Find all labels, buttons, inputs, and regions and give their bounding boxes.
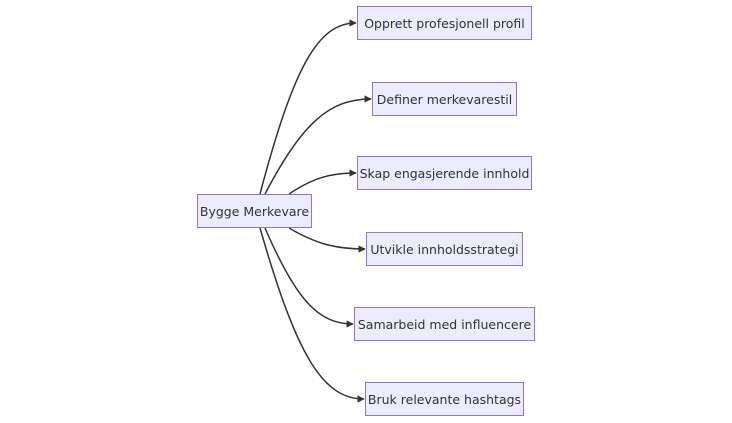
child-node-definer-merkevarestil[interactable]: Definer merkevarestil <box>372 82 517 116</box>
edge-root-to-n4 <box>288 227 366 253</box>
child-node-skap-engasjerende-innhold[interactable]: Skap engasjerende innhold <box>357 156 532 190</box>
child-node-bruk-relevante-hashtags[interactable]: Bruk relevante hashtags <box>365 382 524 416</box>
node-label: Samarbeid med influencere <box>357 316 532 332</box>
root-node[interactable]: Bygge Merkevare <box>197 194 312 228</box>
edge-root-to-n5 <box>264 227 354 328</box>
node-label: Skap engasjerende innhold <box>359 165 530 181</box>
node-label: Utvikle innholdsstrategi <box>370 241 519 257</box>
node-label: Opprett profesjonell profil <box>364 15 525 31</box>
child-node-opprett-profesjonell-profil[interactable]: Opprett profesjonell profil <box>357 6 532 40</box>
child-node-utvikle-innholdsstrategi[interactable]: Utvikle innholdsstrategi <box>366 232 523 266</box>
edge-root-to-n1 <box>259 19 357 195</box>
edge-root-to-n6 <box>259 227 365 403</box>
child-node-samarbeid-med-influencere[interactable]: Samarbeid med influencere <box>354 307 535 341</box>
edge-root-to-n2 <box>264 95 372 195</box>
edge-root-to-n3 <box>288 169 357 195</box>
root-node-label: Bygge Merkevare <box>199 203 310 219</box>
node-label: Bruk relevante hashtags <box>367 391 522 407</box>
node-label: Definer merkevarestil <box>376 91 513 107</box>
